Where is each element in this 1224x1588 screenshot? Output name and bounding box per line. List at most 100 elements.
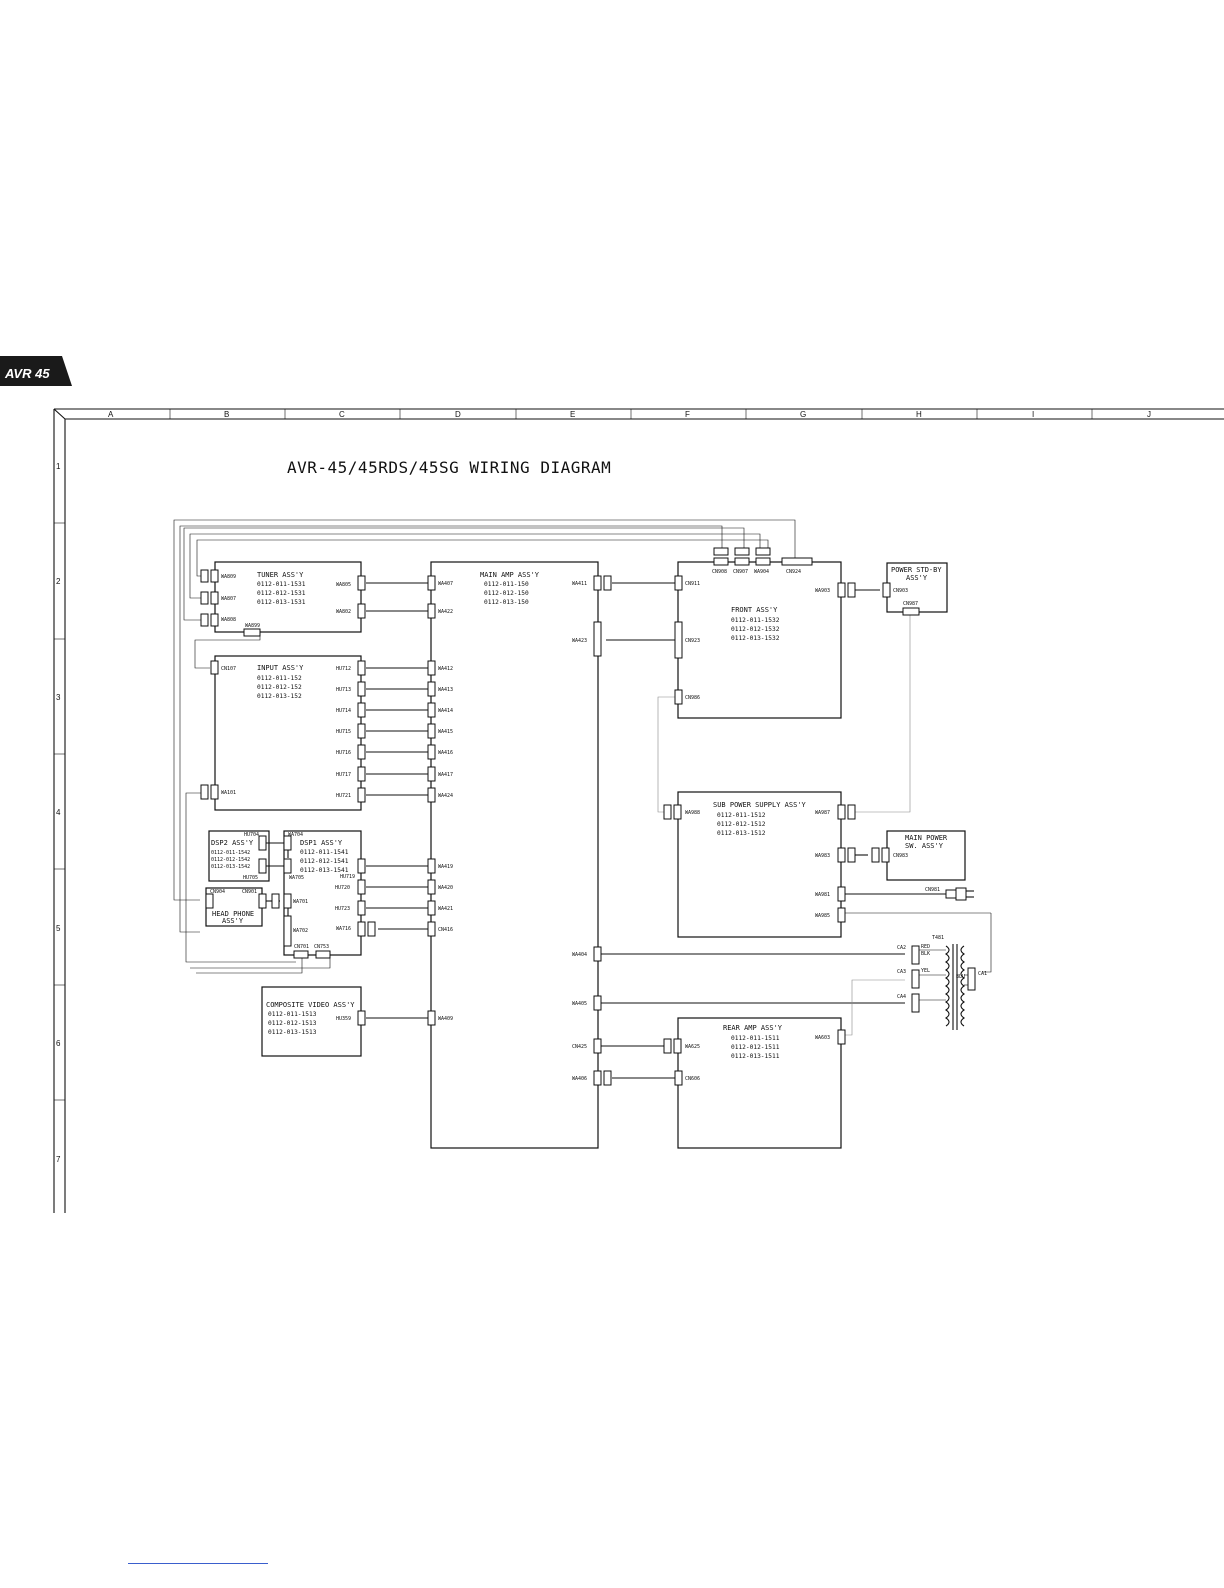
front-part-2: 0112-012-1532 xyxy=(731,626,780,633)
rearamp-title: REAR AMP ASS'Y xyxy=(723,1024,783,1032)
dsp1-part-1: 0112-011-1541 xyxy=(300,849,349,856)
composite-part-3: 0112-013-1513 xyxy=(268,1029,317,1036)
tuner-part-2: 0112-012-1531 xyxy=(257,590,306,597)
label-wa417: WA417 xyxy=(438,772,453,778)
grid-col-i: I xyxy=(1032,410,1034,419)
label-wa716: WA716 xyxy=(336,926,351,932)
label-wa899: WA899 xyxy=(245,623,260,629)
grid-col-e: E xyxy=(570,410,575,419)
grid-frame xyxy=(53,408,1224,1213)
label-wa904: WA904 xyxy=(754,569,769,575)
label-wa421: WA421 xyxy=(438,906,453,912)
label-cn753: CN753 xyxy=(314,944,329,950)
label-t481: T481 xyxy=(932,935,944,941)
label-cn911: CN911 xyxy=(685,581,700,587)
label-hu716: HU716 xyxy=(336,750,351,756)
label-wa807: WA807 xyxy=(221,596,236,602)
dsp1-part-3: 0112-013-1541 xyxy=(300,867,349,874)
powerstd-title-1: POWER STD-BY xyxy=(891,566,942,574)
label-wa101: WA101 xyxy=(221,790,236,796)
label-wire-red: RED xyxy=(921,944,930,950)
label-wa424: WA424 xyxy=(438,793,453,799)
composite-part-2: 0112-012-1513 xyxy=(268,1020,317,1027)
label-wa705: WA705 xyxy=(289,875,304,881)
input-title: INPUT ASS'Y xyxy=(257,664,304,672)
label-ca1: CA1 xyxy=(978,971,987,977)
subpower-part-3: 0112-013-1512 xyxy=(717,830,766,837)
grid-row-5: 5 xyxy=(56,924,61,933)
grid-col-j: J xyxy=(1147,410,1151,419)
mainamp-part-1: 0112-011-150 xyxy=(484,581,529,588)
label-hu705: HU705 xyxy=(243,875,258,881)
label-wa701: WA701 xyxy=(293,899,308,905)
model-badge-label: AVR 45 xyxy=(4,366,50,381)
grid-row-4: 4 xyxy=(56,808,61,817)
label-cn606: CN606 xyxy=(685,1076,700,1082)
label-hu713: HU713 xyxy=(336,687,351,693)
grid-row-1: 1 xyxy=(56,462,61,471)
grid-col-f: F xyxy=(685,410,690,419)
label-cn986: CN986 xyxy=(685,695,700,701)
composite-part-1: 0112-011-1513 xyxy=(268,1011,317,1018)
grid-col-g: G xyxy=(800,410,806,419)
label-wa603: WA603 xyxy=(815,1035,830,1041)
headphone-title-1: HEAD PHONE xyxy=(212,910,254,918)
grid-col-d: D xyxy=(455,410,461,419)
grid-col-h: H xyxy=(916,410,922,419)
power-standby-board xyxy=(886,562,948,613)
tuner-board xyxy=(214,561,362,633)
label-wa416: WA416 xyxy=(438,750,453,756)
footer-link-rule xyxy=(128,1563,268,1564)
tuner-part-1: 0112-011-1531 xyxy=(257,581,306,588)
label-wa987: WA987 xyxy=(815,810,830,816)
front-part-3: 0112-013-1532 xyxy=(731,635,780,642)
sub-power-supply-board xyxy=(677,791,842,938)
label-wa405: WA405 xyxy=(572,1001,587,1007)
label-wa422: WA422 xyxy=(438,609,453,615)
transformer-icon xyxy=(919,944,968,1030)
input-part-3: 0112-013-152 xyxy=(257,693,302,700)
label-cn908: CN908 xyxy=(712,569,727,575)
label-wa808: WA808 xyxy=(221,617,236,623)
mainamp-part-3: 0112-013-150 xyxy=(484,599,529,606)
model-badge: AVR 45 xyxy=(0,356,72,386)
dsp2-part-3: 0112-013-1542 xyxy=(211,864,250,870)
label-wa409: WA409 xyxy=(438,1016,453,1022)
dsp2-title: DSP2 ASS'Y xyxy=(211,839,254,847)
grid-row-2: 2 xyxy=(56,577,61,586)
label-cn701: CN701 xyxy=(294,944,309,950)
label-cn904: CN904 xyxy=(210,889,225,895)
subpower-part-1: 0112-011-1512 xyxy=(717,812,766,819)
label-wa411: WA411 xyxy=(572,581,587,587)
label-wa805: WA805 xyxy=(336,582,351,588)
interconnect-wires xyxy=(265,582,992,1079)
label-wa983: WA983 xyxy=(815,853,830,859)
label-wire-blu: BLU xyxy=(956,974,965,980)
label-wa903: WA903 xyxy=(815,588,830,594)
mainpower-title-2: SW. ASS'Y xyxy=(905,842,944,850)
label-wa406: WA406 xyxy=(572,1076,587,1082)
mainpower-title-1: MAIN POWER xyxy=(905,834,948,842)
grid-row-6: 6 xyxy=(56,1039,61,1048)
label-cn987: CN987 xyxy=(903,601,918,607)
headphone-title-2: ASS'Y xyxy=(222,917,244,925)
label-wire-yel: YEL xyxy=(921,968,930,974)
label-wa420: WA420 xyxy=(438,885,453,891)
label-hu712: HU712 xyxy=(336,666,351,672)
grid-column-labels: A B C D E F G H I J xyxy=(108,410,1151,419)
label-hu721: HU721 xyxy=(336,793,351,799)
label-wa423: WA423 xyxy=(572,638,587,644)
label-wa413: WA413 xyxy=(438,687,453,693)
label-wa419: WA419 xyxy=(438,864,453,870)
power-plug-icon xyxy=(955,887,974,901)
label-wa625: WA625 xyxy=(685,1044,700,1050)
dsp2-part-2: 0112-012-1542 xyxy=(211,857,250,863)
grid-col-b: B xyxy=(224,410,229,419)
label-wa704: WA704 xyxy=(288,832,303,838)
harness-wires xyxy=(173,519,796,974)
label-ca3: CA3 xyxy=(897,969,906,975)
label-hu717: HU717 xyxy=(336,772,351,778)
powerstd-title-2: ASS'Y xyxy=(906,574,928,582)
label-hu715: HU715 xyxy=(336,729,351,735)
label-hu720: HU720 xyxy=(335,885,350,891)
